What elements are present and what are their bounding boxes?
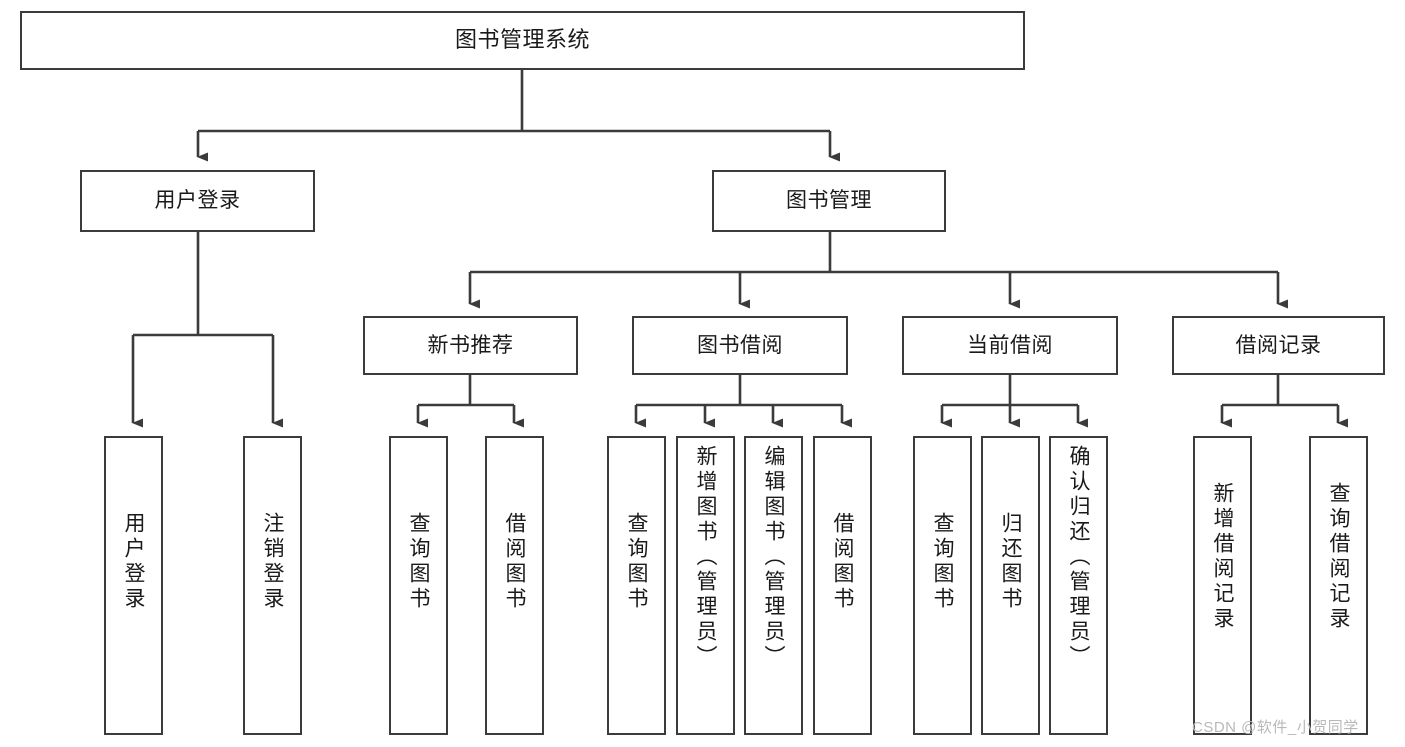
node-label: 查询图书 xyxy=(931,512,954,612)
node-label: 确认归还（管理员） xyxy=(1067,445,1090,670)
node-root-book-management-system[interactable]: 图书管理系统 xyxy=(20,11,1025,70)
node-label: 查询借阅记录 xyxy=(1327,482,1350,632)
node-book-borrow[interactable]: 图书借阅 xyxy=(632,316,848,375)
leaf-user-login-login[interactable]: 用户登录 xyxy=(104,436,163,735)
leaf-book-borrow-add-book-admin[interactable]: 新增图书（管理员） xyxy=(676,436,735,735)
node-current-borrow[interactable]: 当前借阅 xyxy=(902,316,1118,375)
node-label: 用户登录 xyxy=(122,512,145,612)
node-label: 查询图书 xyxy=(407,512,430,612)
node-label: 图书管理 xyxy=(786,189,872,213)
leaf-current-borrow-query-book[interactable]: 查询图书 xyxy=(913,436,972,735)
leaf-book-borrow-borrow-book[interactable]: 借阅图书 xyxy=(813,436,872,735)
node-user-login[interactable]: 用户登录 xyxy=(80,170,315,232)
node-label: 借阅图书 xyxy=(503,512,526,612)
leaf-new-book-borrow-book[interactable]: 借阅图书 xyxy=(485,436,544,735)
node-label: 用户登录 xyxy=(154,189,241,213)
node-label: 图书借阅 xyxy=(697,333,783,357)
node-label: 新增图书（管理员） xyxy=(694,445,717,670)
node-label: 新增借阅记录 xyxy=(1211,482,1234,632)
node-label: 归还图书 xyxy=(999,512,1022,612)
node-new-book-recommend[interactable]: 新书推荐 xyxy=(363,316,578,375)
leaf-current-borrow-return-book[interactable]: 归还图书 xyxy=(981,436,1040,735)
node-label: 编辑图书（管理员） xyxy=(762,445,785,670)
leaf-borrow-record-add-record[interactable]: 新增借阅记录 xyxy=(1193,436,1252,735)
node-label: 新书推荐 xyxy=(427,333,514,357)
node-label: 图书管理系统 xyxy=(454,27,590,53)
node-label: 当前借阅 xyxy=(967,333,1053,357)
node-borrow-record[interactable]: 借阅记录 xyxy=(1172,316,1385,375)
node-label: 借阅图书 xyxy=(831,512,854,612)
node-label: 借阅记录 xyxy=(1235,333,1322,357)
csdn-watermark: CSDN @软件_小贺同学 xyxy=(1192,719,1359,736)
leaf-book-borrow-query-book[interactable]: 查询图书 xyxy=(607,436,666,735)
leaf-current-borrow-confirm-return-admin[interactable]: 确认归还（管理员） xyxy=(1049,436,1108,735)
node-label: 查询图书 xyxy=(625,512,648,612)
leaf-borrow-record-query-record[interactable]: 查询借阅记录 xyxy=(1309,436,1368,735)
leaf-new-book-query-book[interactable]: 查询图书 xyxy=(389,436,448,735)
node-label: 注销登录 xyxy=(261,512,284,612)
leaf-user-login-logout[interactable]: 注销登录 xyxy=(243,436,302,735)
leaf-book-borrow-edit-book-admin[interactable]: 编辑图书（管理员） xyxy=(744,436,803,735)
node-book-management[interactable]: 图书管理 xyxy=(712,170,946,232)
